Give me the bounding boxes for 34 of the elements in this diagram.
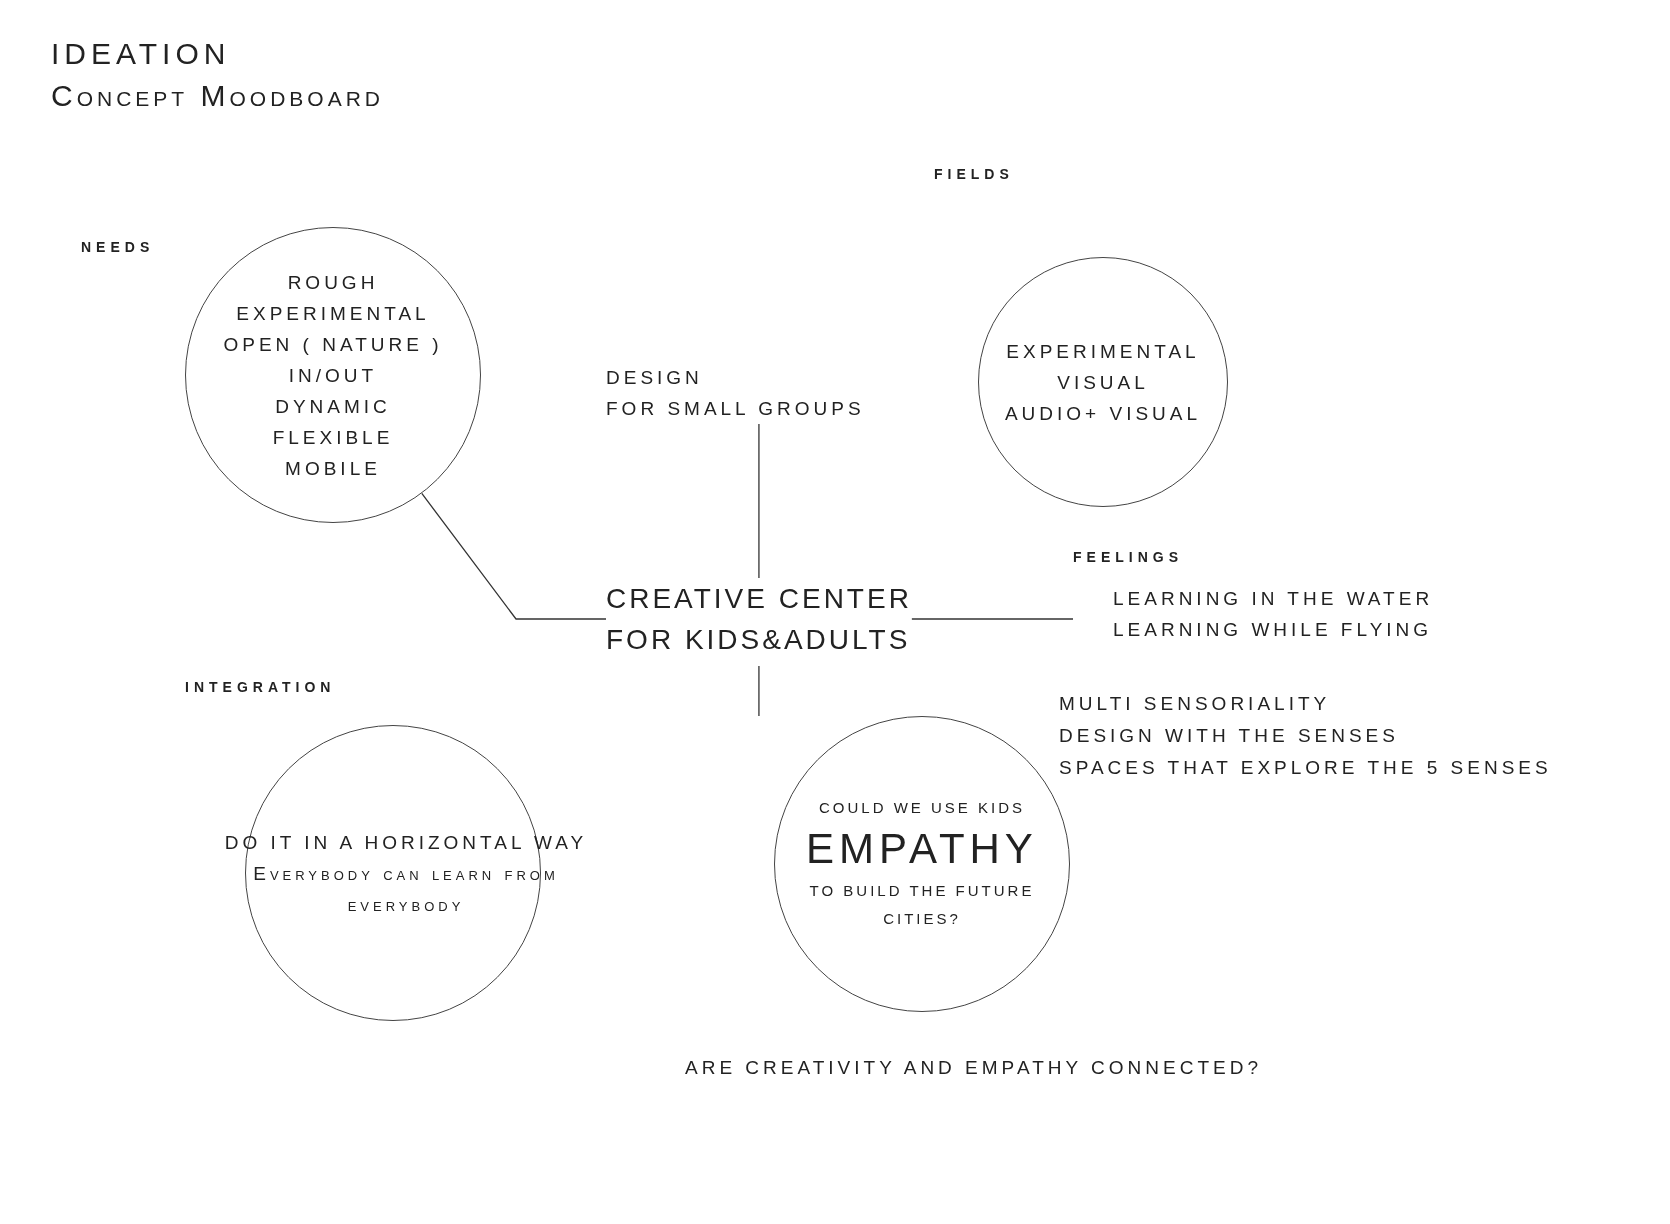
text-line: MOBILE: [285, 456, 381, 481]
section-heading: FEELINGS: [1073, 548, 1183, 567]
connector-line: [421, 492, 607, 620]
text-line: LEARNING IN THE WATER: [1112, 587, 1434, 611]
text-line: ROUGH: [287, 270, 379, 295]
section-heading: NEEDS: [81, 238, 155, 257]
text-line: DESIGN: [606, 366, 703, 390]
question-text: ARE CREATIVITY AND EMPATHY CONNECTED?: [685, 1056, 1262, 1080]
text-line: VISUAL: [1057, 370, 1149, 395]
text-line: OPEN ( NATURE ): [223, 332, 443, 357]
text-line: EMPATHY: [806, 824, 1038, 874]
text-line: AUDIO+ VISUAL: [1004, 401, 1202, 426]
note-text: SPACES THAT EXPLORE THE 5 SENSES: [1059, 756, 1552, 780]
text-line: EXPERIMENTAL: [236, 301, 430, 326]
text-line: CREATIVE CENTER: [606, 582, 912, 616]
subtitle: Concept Moodboard: [51, 78, 384, 114]
title: IDEATION: [51, 36, 231, 72]
note-text: MULTI SENSORIALITY: [1059, 692, 1331, 716]
text-line: DO IT IN A HORIZONTAL WAY: [224, 830, 588, 855]
text-line: DYNAMIC: [275, 394, 391, 419]
text-line: IN/OUT: [288, 363, 378, 388]
text-line: COULD WE USE KIDS: [819, 798, 1025, 818]
text-line: FOR SMALL GROUPS: [606, 397, 865, 421]
section-heading: INTEGRATION: [185, 678, 336, 697]
text-line: EXPERIMENTAL: [1006, 339, 1200, 364]
text-line: TO BUILD THE FUTURE CITIES?: [808, 881, 1036, 929]
text-line: LEARNING WHILE FLYING: [1112, 618, 1433, 642]
note-text: DESIGN WITH THE SENSES: [1059, 724, 1399, 748]
text-line: FLEXIBLE: [272, 425, 394, 450]
connector-line: [758, 423, 760, 579]
connector-line: [758, 665, 760, 717]
connector-line: [911, 618, 1074, 620]
text-line: FOR KIDS&ADULTS: [606, 623, 911, 657]
section-heading: FIELDS: [934, 165, 1014, 184]
